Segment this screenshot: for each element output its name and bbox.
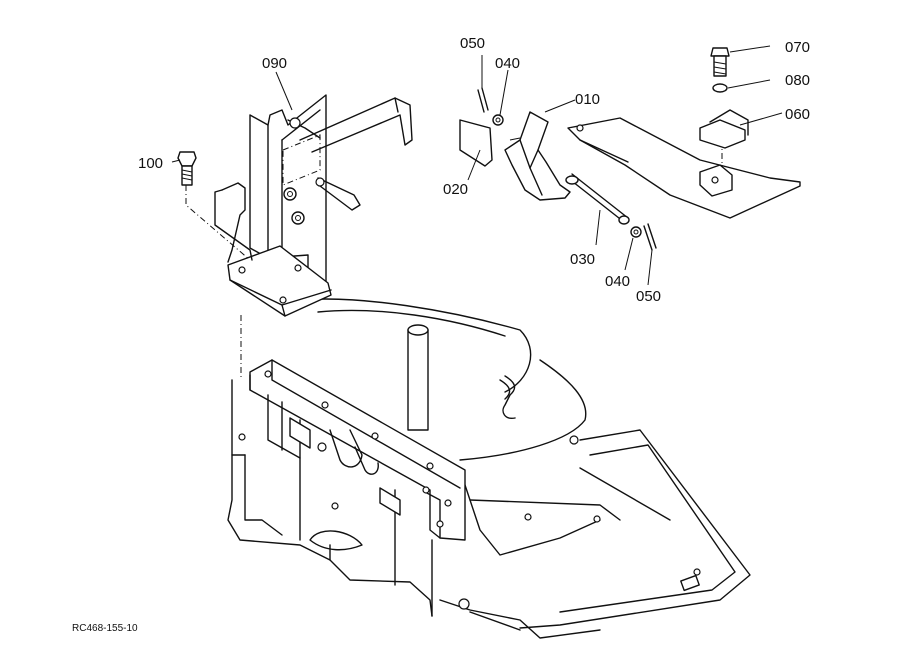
reference-code: RC468-155-10 [72,623,138,634]
label-020: 020 [443,181,468,198]
label-070: 070 [785,39,810,56]
front-frame-beam [249,359,466,541]
label-100: 100 [138,155,163,172]
pedal-assembly-part-010 [459,87,657,251]
label-050-bottom: 050 [636,288,661,305]
label-080: 080 [785,72,810,89]
label-030: 030 [570,251,595,268]
label-050-top: 050 [460,35,485,52]
label-060: 060 [785,106,810,123]
part-labels: 090 100 050 040 010 020 030 040 050 070 … [72,35,810,634]
label-040-top: 040 [495,55,520,72]
bolt-part-100 [177,151,197,186]
label-010: 010 [575,91,600,108]
label-040-bottom: 040 [605,273,630,290]
bracket-plate-part-060 [567,47,801,219]
leader-lines [171,45,783,286]
label-090: 090 [262,55,287,72]
stand-bracket-part-090 [214,94,413,317]
